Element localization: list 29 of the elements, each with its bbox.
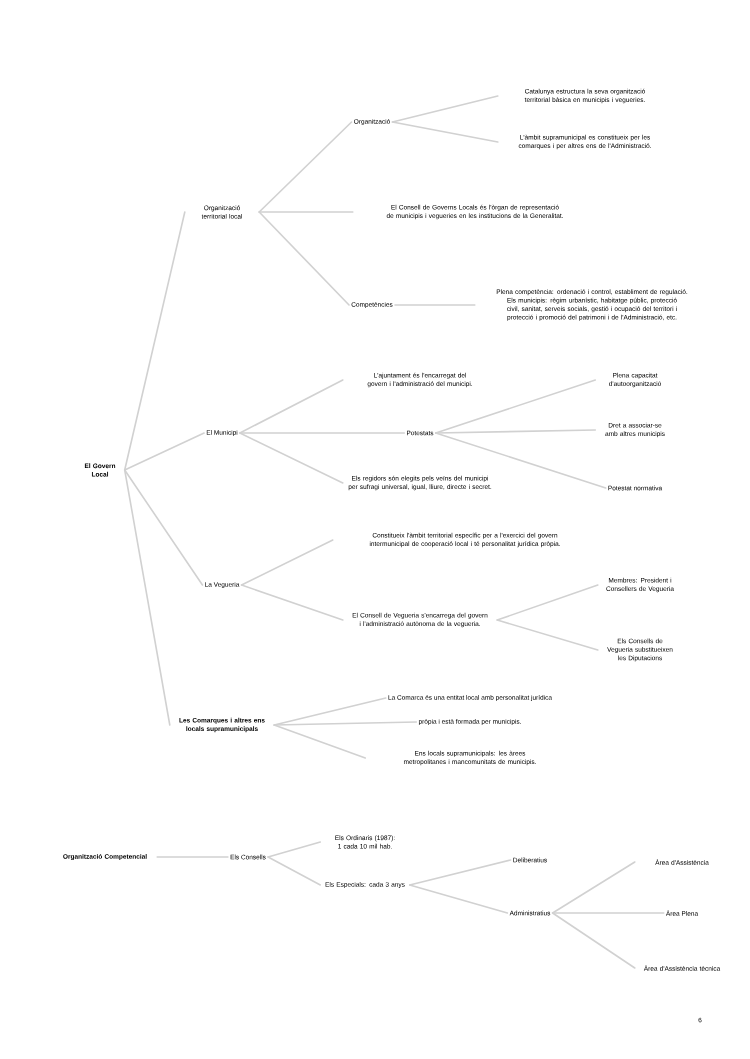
branch-line bbox=[551, 912, 636, 969]
branch-line bbox=[551, 861, 636, 914]
branch-line bbox=[267, 856, 322, 886]
branch-line bbox=[496, 619, 599, 651]
branch-line bbox=[551, 912, 665, 914]
branch-line bbox=[391, 121, 499, 143]
branch-line bbox=[240, 539, 334, 586]
branch-line bbox=[408, 859, 512, 886]
branch-line bbox=[156, 856, 229, 858]
branch-line bbox=[123, 469, 171, 726]
branch-line bbox=[434, 429, 597, 434]
branch-line bbox=[273, 724, 367, 759]
branch-line bbox=[434, 432, 607, 489]
branch-line bbox=[408, 884, 509, 914]
branch-line bbox=[258, 211, 354, 213]
branch-line bbox=[391, 95, 499, 123]
branch-line bbox=[273, 721, 418, 726]
branch-line bbox=[239, 379, 344, 434]
branch-line bbox=[123, 469, 204, 586]
branch-line bbox=[239, 432, 406, 434]
branch-line bbox=[496, 584, 599, 621]
branch-line bbox=[123, 432, 205, 471]
branch-line bbox=[394, 304, 476, 306]
branch-line bbox=[239, 432, 344, 484]
branch-line bbox=[258, 121, 353, 213]
branch-line bbox=[123, 211, 186, 471]
branch-line bbox=[258, 211, 350, 306]
branch-line bbox=[240, 584, 344, 621]
branch-line bbox=[267, 841, 322, 858]
